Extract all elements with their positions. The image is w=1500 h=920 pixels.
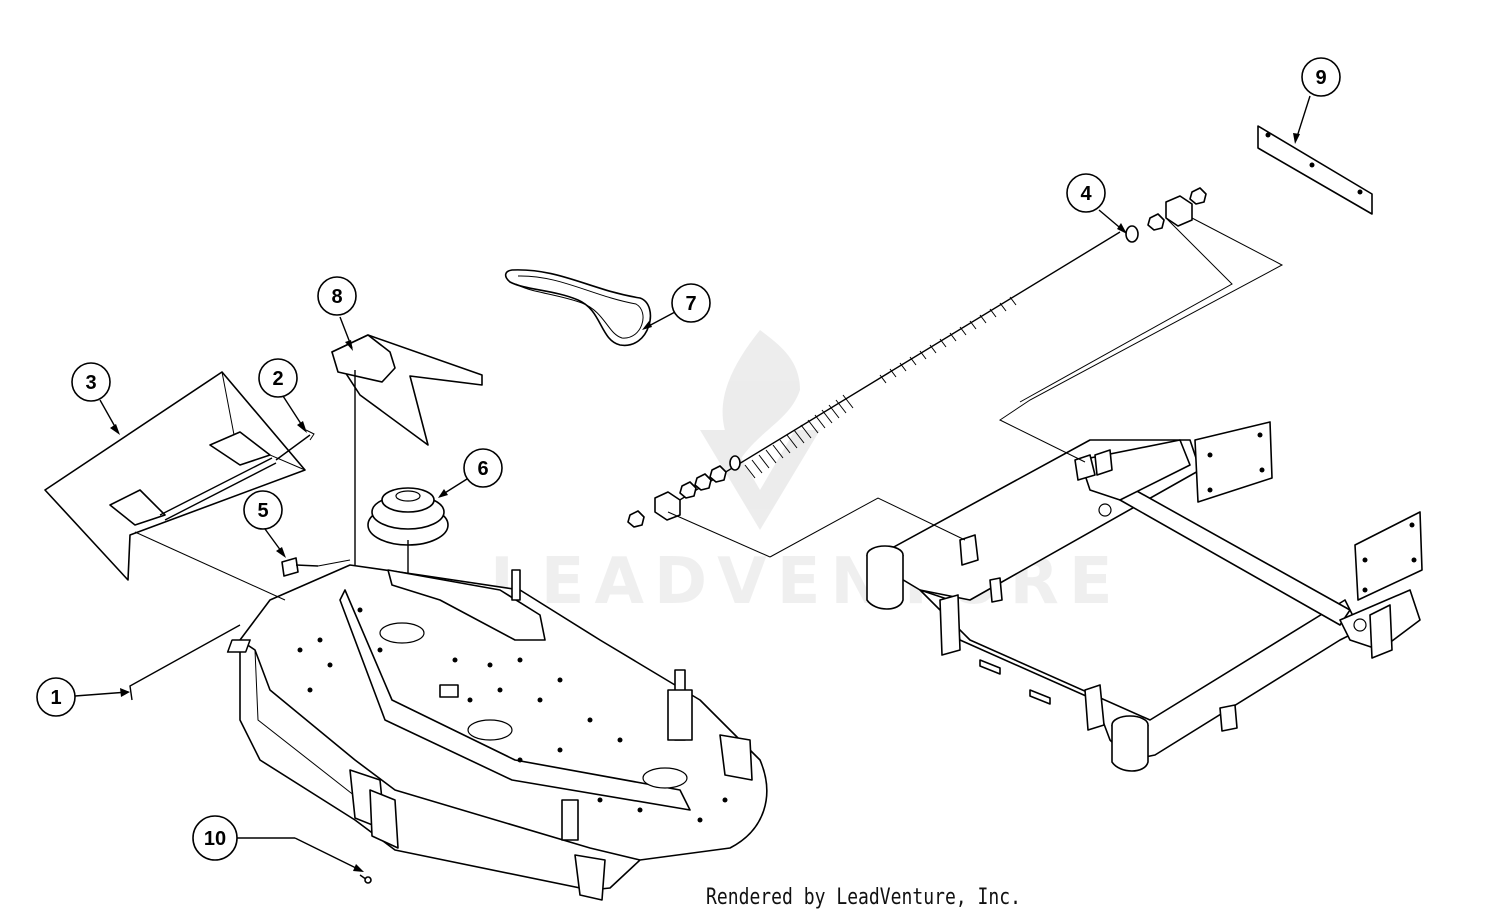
callout-number: 2 [272,368,283,390]
callout-8: 8 [317,276,357,316]
part-clip [281,557,319,577]
callout-number: 1 [50,687,61,709]
part-spring-rod [627,187,1207,528]
part-pulley [367,487,449,620]
part-bolt [359,874,372,884]
callout-9: 9 [1301,57,1341,97]
callout-3: 3 [71,362,111,402]
callout-10: 10 [192,815,238,861]
part-plate [1257,125,1373,215]
callout-6: 6 [463,448,503,488]
render-credit: Rendered by LeadVenture, Inc. [706,885,1021,910]
callout-number: 6 [477,458,488,480]
leader-lines [74,95,1311,872]
part-rod [129,624,241,701]
callout-number: 8 [331,286,342,308]
callout-number: 5 [257,500,268,522]
leadventure-logo-icon [700,330,820,530]
callout-1: 1 [36,677,76,717]
assembly-lines [134,217,1284,601]
callout-number: 3 [85,372,96,394]
callout-number: 7 [685,293,696,315]
part-hanger-frame [866,421,1423,772]
callout-5: 5 [243,490,283,530]
part-belt [504,269,652,346]
part-mower-deck [226,564,768,901]
callout-7: 7 [671,283,711,323]
part-pin [275,429,315,461]
callout-number: 9 [1315,67,1326,89]
callout-2: 2 [258,358,298,398]
callout-number: 4 [1080,183,1092,205]
part-discharge-chute [44,371,306,581]
callout-4: 4 [1066,173,1106,213]
part-belt-cover [331,334,483,570]
callout-number: 10 [204,828,226,850]
